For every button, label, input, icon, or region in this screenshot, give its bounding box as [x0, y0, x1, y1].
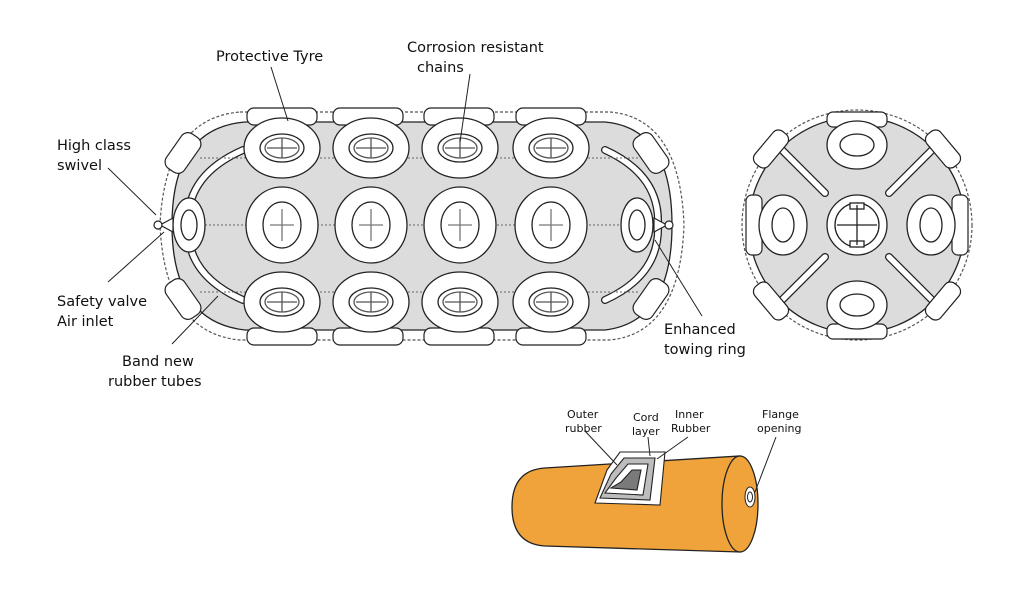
- swivel: [153, 216, 674, 234]
- label-flange-opening: Flange: [762, 408, 799, 421]
- label-flange-opening-2: opening: [757, 422, 801, 435]
- label-band-new-rubber-tubes: Band new: [122, 354, 194, 370]
- label-corrosion-resistant-chains: Corrosion resistant: [407, 40, 544, 56]
- top-edge-tyres: [164, 107, 670, 346]
- tyre: [332, 117, 410, 179]
- side-view: [153, 107, 685, 346]
- layer-cut: [594, 451, 666, 506]
- label-corrosion-resistant-chains-2: chains: [417, 60, 464, 76]
- tyre: [334, 186, 408, 264]
- flange-opening: [744, 486, 756, 508]
- end-tyre-left: [172, 197, 206, 253]
- tyre: [512, 271, 590, 333]
- tyre: [245, 186, 319, 264]
- tyre: [421, 271, 499, 333]
- cutaway-view: [511, 451, 759, 553]
- labels: Protective Tyre Corrosion resistant chai…: [57, 40, 801, 438]
- protective-tyres: [172, 117, 654, 333]
- label-enhanced-towing-ring: Enhanced: [664, 322, 736, 338]
- tyre: [421, 117, 499, 179]
- tyre: [243, 271, 321, 333]
- label-safety-valve: Safety valve: [57, 294, 147, 310]
- label-inner-rubber-2: Rubber: [671, 422, 711, 435]
- label-protective-tyre: Protective Tyre: [216, 49, 323, 65]
- label-high-class-swivel: High class: [57, 138, 131, 154]
- tyre: [514, 186, 588, 264]
- tyre: [332, 271, 410, 333]
- tyre: [512, 117, 590, 179]
- tyre: [243, 117, 321, 179]
- tyre: [423, 186, 497, 264]
- end-tyre-right: [620, 197, 654, 253]
- flange-center: [826, 194, 888, 256]
- label-high-class-swivel-2: swivel: [57, 158, 102, 174]
- label-outer-rubber-2: rubber: [565, 422, 602, 435]
- end-view: [741, 109, 973, 341]
- label-outer-rubber: Outer: [567, 408, 599, 421]
- label-band-new-rubber-tubes-2: rubber tubes: [108, 374, 202, 390]
- label-cord-layer-2: layer: [632, 425, 660, 438]
- label-inner-rubber: Inner: [675, 408, 704, 421]
- label-cord-layer: Cord: [633, 411, 659, 424]
- label-air-inlet: Air inlet: [57, 314, 114, 330]
- label-enhanced-towing-ring-2: towing ring: [664, 342, 746, 358]
- leader-lines: [107, 66, 777, 493]
